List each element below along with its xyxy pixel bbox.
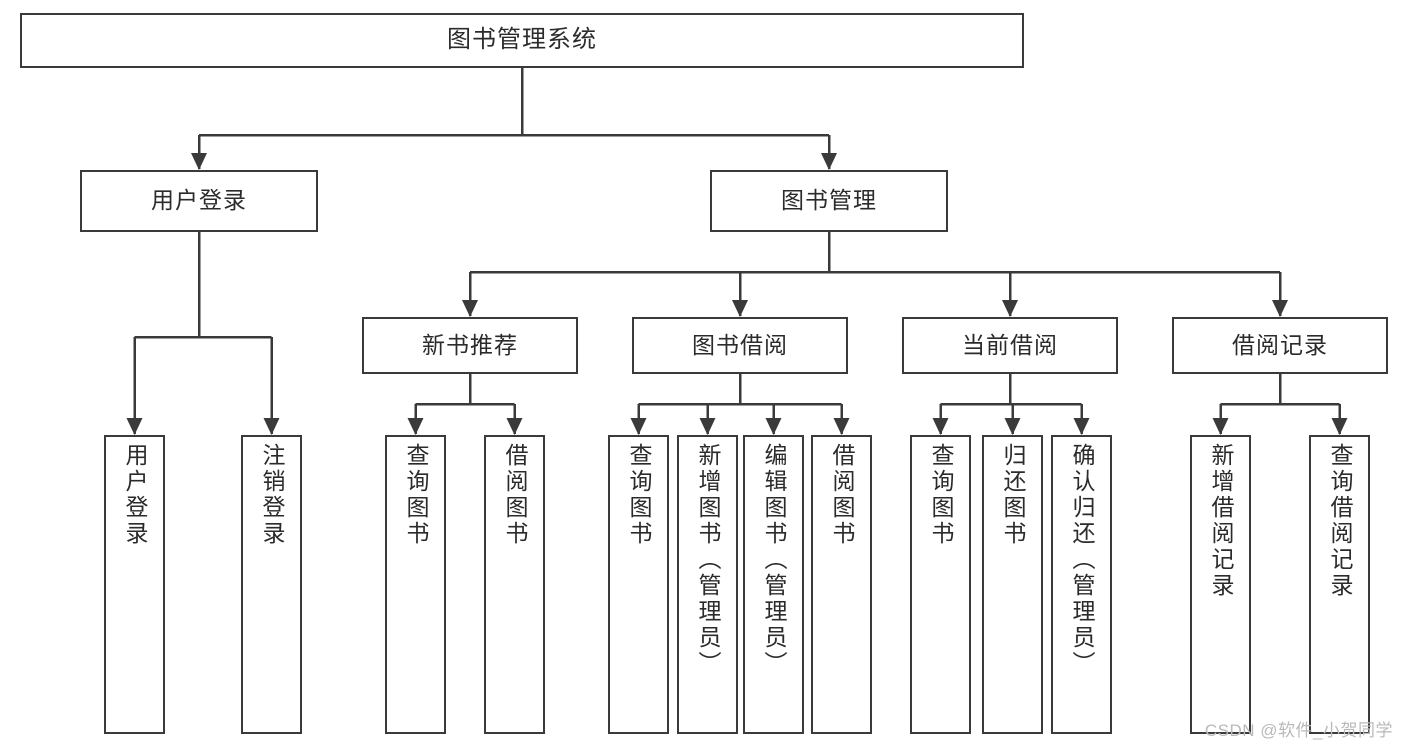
- arrowhead-icon: [732, 300, 748, 317]
- node-leaf-query-book-2[interactable]: 查询图书: [608, 435, 669, 734]
- arrowhead-icon: [699, 418, 716, 435]
- arrowhead-icon: [833, 418, 850, 435]
- arrowhead-icon: [506, 418, 523, 435]
- arrowhead-icon: [1272, 300, 1288, 317]
- node-user-login[interactable]: 用户登录: [80, 170, 318, 232]
- node-leaf-logout-label: 注销登录: [259, 443, 285, 547]
- node-leaf-query-record[interactable]: 查询借阅记录: [1309, 435, 1370, 734]
- node-new-book-recommend-label: 新书推荐: [422, 331, 518, 358]
- node-leaf-query-book-1-label: 查询图书: [403, 443, 429, 547]
- node-root-label: 图书管理系统: [447, 26, 597, 54]
- node-leaf-add-record[interactable]: 新增借阅记录: [1190, 435, 1251, 734]
- node-new-book-recommend[interactable]: 新书推荐: [362, 317, 578, 374]
- arrowhead-icon: [630, 418, 647, 435]
- node-leaf-add-book-label: 新增图书（管理员）: [695, 443, 721, 677]
- node-leaf-edit-book[interactable]: 编辑图书（管理员）: [743, 435, 804, 734]
- node-leaf-query-book-1[interactable]: 查询图书: [385, 435, 446, 734]
- node-user-login-label: 用户登录: [151, 187, 247, 214]
- node-book-manage[interactable]: 图书管理: [710, 170, 948, 232]
- node-leaf-query-book-3[interactable]: 查询图书: [910, 435, 971, 734]
- node-leaf-edit-book-label: 编辑图书（管理员）: [761, 443, 787, 677]
- node-book-borrow[interactable]: 图书借阅: [632, 317, 848, 374]
- node-book-manage-label: 图书管理: [781, 187, 877, 214]
- node-leaf-confirm-return[interactable]: 确认归还（管理员）: [1051, 435, 1112, 734]
- arrowhead-icon: [1331, 418, 1348, 435]
- node-leaf-logout[interactable]: 注销登录: [241, 435, 302, 734]
- node-borrow-record-label: 借阅记录: [1232, 331, 1328, 358]
- node-leaf-query-record-label: 查询借阅记录: [1327, 443, 1353, 599]
- node-current-borrow-label: 当前借阅: [962, 331, 1058, 358]
- arrowhead-icon: [1004, 418, 1021, 435]
- arrowhead-icon: [462, 300, 478, 317]
- node-leaf-user-login[interactable]: 用户登录: [104, 435, 165, 734]
- node-current-borrow[interactable]: 当前借阅: [902, 317, 1118, 374]
- node-leaf-return-book[interactable]: 归还图书: [982, 435, 1043, 734]
- node-leaf-query-book-2-label: 查询图书: [626, 443, 652, 547]
- node-leaf-add-book[interactable]: 新增图书（管理员）: [677, 435, 738, 734]
- node-leaf-return-book-label: 归还图书: [1000, 443, 1026, 547]
- node-leaf-query-book-3-label: 查询图书: [928, 443, 954, 547]
- node-borrow-record[interactable]: 借阅记录: [1172, 317, 1388, 374]
- arrowhead-icon: [821, 153, 837, 170]
- arrowhead-icon: [1212, 418, 1229, 435]
- node-root[interactable]: 图书管理系统: [20, 13, 1024, 68]
- arrowhead-icon: [1002, 300, 1018, 317]
- arrowhead-icon: [765, 418, 782, 435]
- node-leaf-borrow-book-2[interactable]: 借阅图书: [811, 435, 872, 734]
- node-leaf-confirm-return-label: 确认归还（管理员）: [1069, 443, 1095, 677]
- arrowhead-icon: [263, 418, 280, 435]
- node-leaf-borrow-book-1[interactable]: 借阅图书: [484, 435, 545, 734]
- arrowhead-icon: [191, 153, 207, 170]
- node-book-borrow-label: 图书借阅: [692, 331, 788, 358]
- node-leaf-borrow-book-2-label: 借阅图书: [829, 443, 855, 547]
- node-leaf-user-login-label: 用户登录: [122, 443, 148, 547]
- node-leaf-add-record-label: 新增借阅记录: [1208, 443, 1234, 599]
- arrowhead-icon: [407, 418, 424, 435]
- arrowhead-icon: [932, 418, 949, 435]
- arrowhead-icon: [126, 418, 143, 435]
- node-leaf-borrow-book-1-label: 借阅图书: [502, 443, 528, 547]
- arrowhead-icon: [1073, 418, 1090, 435]
